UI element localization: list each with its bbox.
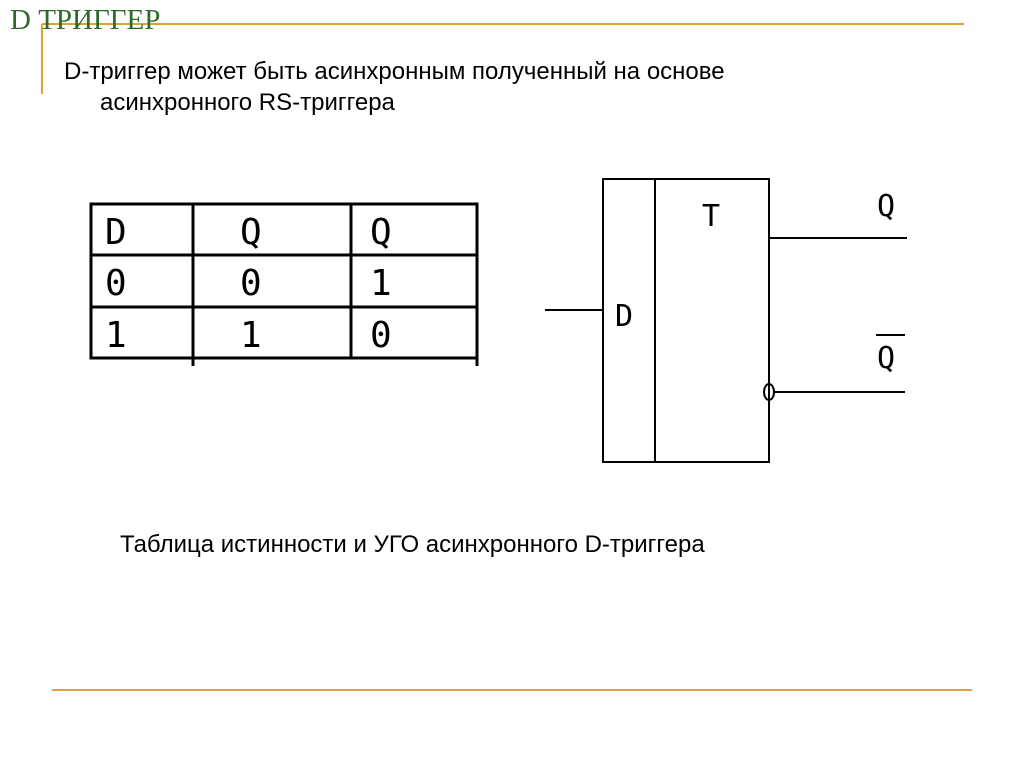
header-q: Q	[240, 212, 262, 253]
cell-r2-q: 1	[240, 315, 262, 356]
slide-title: D ТРИГГЕР	[10, 4, 161, 36]
truth-table	[89, 202, 479, 366]
output-qbar-label: Q	[877, 341, 895, 376]
truth-table-text: D Q Q 0 0 1 1 1 0	[105, 212, 392, 356]
cell-r1-qbar: 1	[370, 263, 392, 304]
symbol-outline	[602, 178, 770, 463]
top-rule	[42, 23, 964, 25]
figure-caption: Таблица истинности и УГО асинхронного D-…	[120, 531, 705, 558]
cell-r2-qbar: 0	[370, 315, 392, 356]
bottom-rule	[52, 689, 972, 691]
flip-flop-symbol	[545, 178, 907, 463]
body-text-line-2: асинхронного RS-триггера	[100, 89, 395, 116]
symbol-labels: T D Q Q	[615, 189, 895, 376]
header-d: D	[105, 212, 127, 253]
left-rule	[41, 24, 43, 94]
truth-table-border	[89, 202, 479, 360]
symbol-input-label: D	[615, 299, 633, 334]
body-text-line-1: D-триггер может быть асинхронным получен…	[64, 58, 725, 85]
cell-r1-q: 0	[240, 263, 262, 304]
output-q-label: Q	[877, 189, 895, 224]
body-text: D-триггер может быть асинхронным получен…	[64, 56, 944, 118]
cell-r1-d: 0	[105, 263, 127, 304]
symbol-type-label: T	[702, 199, 720, 234]
cell-r2-d: 1	[105, 315, 127, 356]
header-qbar: Q	[370, 212, 392, 253]
